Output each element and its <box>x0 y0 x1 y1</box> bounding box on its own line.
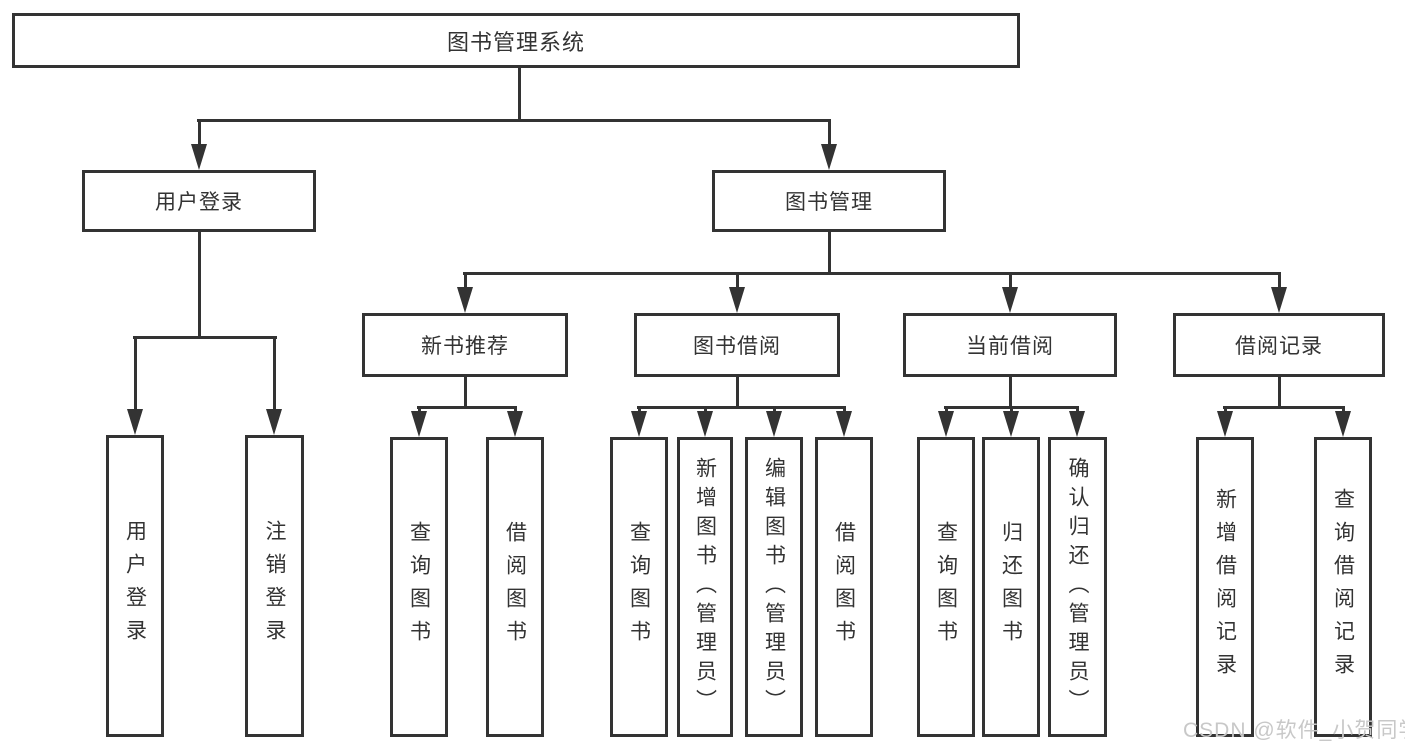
connector-current-drop-2 <box>1010 406 1013 414</box>
arrow-to-leaf-query-book-1 <box>411 411 427 437</box>
arrow-to-leaf-borrow-book-2 <box>836 411 852 437</box>
csdn-watermark: CSDN @软件_小贺同学 <box>1183 719 1405 742</box>
connector-records-stem <box>1278 375 1281 408</box>
arrow-to-user-login <box>191 144 207 170</box>
connector-book-mgmt-hbar <box>463 272 1281 275</box>
arrow-to-leaf-edit-book <box>766 411 782 437</box>
arrow-to-new-book-recommend <box>457 287 473 313</box>
arrow-to-leaf-borrow-book-1 <box>507 411 523 437</box>
arrow-to-leaf-user-login <box>127 409 143 435</box>
connector-user-login-stem <box>198 230 201 339</box>
leaf-confirm-return-admin-label: 确认归还（管理员） <box>1066 456 1089 718</box>
connector-borrow-drop-1 <box>638 406 641 414</box>
arrow-to-book-borrow <box>729 287 745 313</box>
leaf-user-login-label: 用户登录 <box>123 520 147 652</box>
connector-mgmt-drop-1 <box>464 272 467 291</box>
leaf-query-borrow-record-label: 查询借阅记录 <box>1331 488 1355 686</box>
connector-borrow-drop-2 <box>704 406 707 414</box>
connector-root-hbar <box>197 119 831 122</box>
leaf-edit-book-admin-label: 编辑图书（管理员） <box>762 456 786 718</box>
leaf-query-book-1: 查询图书 <box>390 437 448 737</box>
connector-borrow-hbar <box>637 406 846 409</box>
leaf-query-book-1-label: 查询图书 <box>407 521 431 653</box>
leaf-query-book-2-label: 查询图书 <box>627 521 651 653</box>
connector-records-drop-2 <box>1342 406 1345 414</box>
connector-newrec-drop-1 <box>418 406 421 414</box>
leaf-add-borrow-record-label: 新增借阅记录 <box>1213 488 1237 686</box>
leaf-borrow-book-1: 借阅图书 <box>486 437 544 737</box>
connector-user-login-hbar <box>133 336 277 339</box>
connector-current-drop-1 <box>945 406 948 414</box>
connector-mgmt-drop-4 <box>1278 272 1281 291</box>
connector-records-hbar <box>1223 406 1345 409</box>
connector-root-drop-right <box>828 119 831 148</box>
node-borrow-records: 借阅记录 <box>1173 313 1385 377</box>
connector-records-drop-1 <box>1224 406 1227 414</box>
leaf-borrow-book-2: 借阅图书 <box>815 437 873 737</box>
arrow-to-borrow-records <box>1271 287 1287 313</box>
node-root: 图书管理系统 <box>12 13 1020 68</box>
arrow-to-leaf-confirm-return <box>1069 411 1085 437</box>
leaf-borrow-book-1-label: 借阅图书 <box>503 521 527 653</box>
leaf-add-book-admin-label: 新增图书（管理员） <box>693 456 717 718</box>
arrow-to-leaf-return-book <box>1003 411 1019 437</box>
connector-current-stem <box>1009 375 1012 408</box>
connector-borrow-stem <box>736 375 739 408</box>
leaf-return-book: 归还图书 <box>982 437 1040 737</box>
connector-newrec-hbar <box>417 406 517 409</box>
arrow-to-leaf-logout <box>266 409 282 435</box>
leaf-query-borrow-record: 查询借阅记录 <box>1314 437 1372 737</box>
leaf-edit-book-admin: 编辑图书（管理员） <box>745 437 803 737</box>
arrow-to-current-borrow <box>1002 287 1018 313</box>
node-current-borrow: 当前借阅 <box>903 313 1117 377</box>
leaf-query-book-2: 查询图书 <box>610 437 668 737</box>
leaf-logout-label: 注销登录 <box>263 520 286 652</box>
connector-newrec-stem <box>464 375 467 408</box>
connector-book-mgmt-stem <box>828 230 831 275</box>
arrow-to-book-management <box>821 144 837 170</box>
connector-newrec-drop-2 <box>514 406 517 414</box>
leaf-add-book-admin: 新增图书（管理员） <box>677 437 733 737</box>
leaf-confirm-return-admin: 确认归还（管理员） <box>1048 437 1107 737</box>
arrow-to-leaf-query-record <box>1335 411 1351 437</box>
arrow-to-leaf-query-book-2 <box>631 411 647 437</box>
arrow-to-leaf-add-record <box>1217 411 1233 437</box>
connector-borrow-drop-4 <box>843 406 846 414</box>
leaf-query-book-3: 查询图书 <box>917 437 975 737</box>
leaf-return-book-label: 归还图书 <box>999 521 1023 653</box>
connector-mgmt-drop-2 <box>736 272 739 291</box>
node-user-login: 用户登录 <box>82 170 316 232</box>
leaf-borrow-book-2-label: 借阅图书 <box>832 521 856 653</box>
connector-borrow-drop-3 <box>773 406 776 414</box>
connector-current-drop-3 <box>1076 406 1079 414</box>
node-book-borrow: 图书借阅 <box>634 313 840 377</box>
connector-root-stem <box>518 66 521 122</box>
leaf-logout: 注销登录 <box>245 435 304 737</box>
connector-user-login-drop-2 <box>273 336 276 412</box>
node-book-management: 图书管理 <box>712 170 946 232</box>
connector-root-drop-left <box>198 119 201 148</box>
connector-user-login-drop-1 <box>134 336 137 412</box>
arrow-to-leaf-add-book <box>697 411 713 437</box>
leaf-user-login: 用户登录 <box>106 435 164 737</box>
node-new-book-recommend: 新书推荐 <box>362 313 568 377</box>
leaf-add-borrow-record: 新增借阅记录 <box>1196 437 1254 737</box>
arrow-to-leaf-query-book-3 <box>938 411 954 437</box>
connector-mgmt-drop-3 <box>1009 272 1012 291</box>
leaf-query-book-3-label: 查询图书 <box>934 521 958 653</box>
